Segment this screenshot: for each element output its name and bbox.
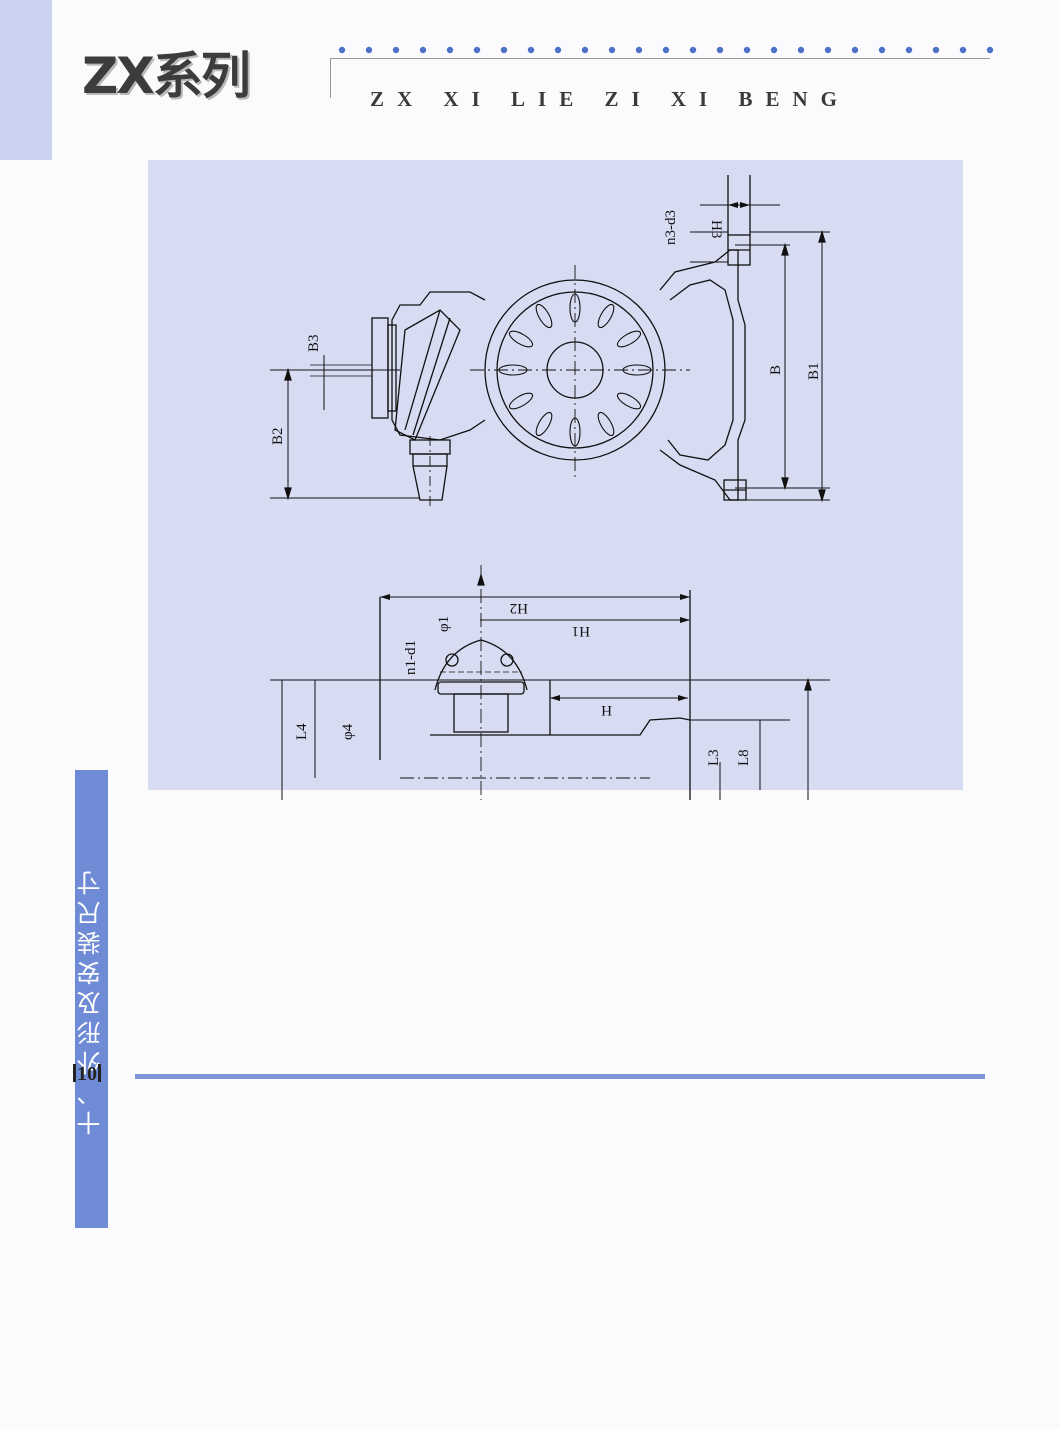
label-phi1: φ1: [436, 616, 452, 632]
label-n1-d1: n1-d1: [403, 640, 419, 675]
sidebar-band: [75, 770, 108, 1228]
label-l3: L3: [706, 749, 722, 766]
header-dot-row: [338, 46, 994, 54]
label-l8: L8: [736, 749, 752, 766]
label-b2: B2: [270, 427, 286, 445]
label-phi4: φ4: [340, 723, 356, 740]
label-h2: H2: [510, 600, 528, 616]
label-h: H: [601, 702, 612, 718]
label-l4: L4: [294, 723, 310, 740]
footer-rule: [135, 1074, 985, 1079]
label-h1: H1: [572, 623, 590, 639]
page-number-text: 10: [77, 1063, 97, 1085]
header-divider: [330, 58, 331, 98]
page-number-bar-left: [73, 1064, 76, 1082]
label-b1: B1: [806, 362, 822, 380]
page-number: 10: [72, 1063, 102, 1087]
header-rule: [330, 58, 990, 59]
page-number-bar-right: [98, 1064, 101, 1082]
section-title: 十、外形及安装尺寸: [77, 865, 105, 1135]
label-b3: B3: [306, 334, 322, 352]
page-title: ZX系列: [82, 47, 251, 105]
label-h3: H3: [708, 220, 724, 238]
corner-tab: [0, 0, 52, 160]
label-n3-d3: n3-d3: [663, 210, 679, 245]
pump-dimension-drawing: H3 n3-d3 B3 B B1 B2 H2 H1 H n1-d1 φ1 L4 …: [270, 175, 830, 800]
drawing-background: [148, 160, 963, 790]
label-b: B: [768, 365, 784, 375]
page-subtitle: ZX XI LIE ZI XI BENG: [370, 87, 850, 111]
